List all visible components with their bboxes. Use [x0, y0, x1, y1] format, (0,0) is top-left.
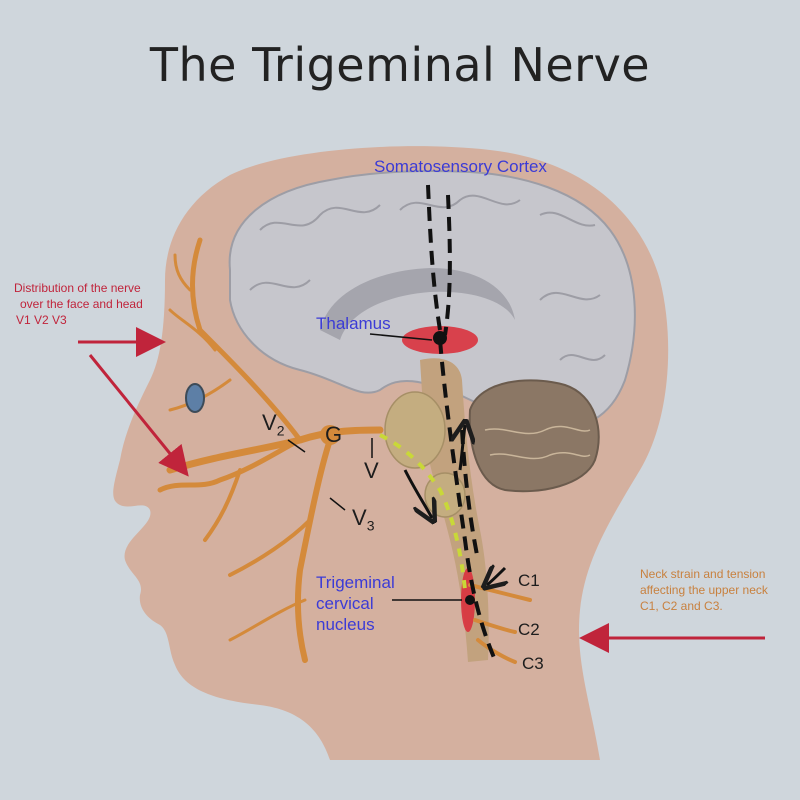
- neck-label-line2: affecting the upper neck: [640, 583, 768, 597]
- c2-label: C2: [518, 620, 540, 639]
- arrow-c1: [487, 568, 505, 585]
- arrow-distribution-diagonal: [88, 354, 189, 477]
- cerebellum-folia: [484, 425, 591, 460]
- thalamus-label: Thalamus: [316, 314, 391, 333]
- ganglion-g: [320, 425, 340, 445]
- arrow-to-medulla: [403, 469, 432, 518]
- distribution-label-line2: over the face and head: [20, 297, 143, 311]
- trigeminal-branches: [157, 237, 532, 664]
- cortex-label: Somatosensory Cortex: [374, 157, 547, 176]
- v2-subscript: 2: [276, 422, 285, 439]
- leader-lines: [287, 333, 462, 601]
- tcn-dot: [465, 595, 475, 605]
- neck-label-line3: C1, C2 and C3.: [640, 599, 723, 613]
- v3-label: V3: [352, 505, 374, 533]
- sensory-pathway: [426, 184, 497, 661]
- ganglion-label: G: [325, 422, 343, 447]
- arrow-up-stem: [460, 425, 465, 471]
- tcn-label-line1: Trigeminal: [316, 573, 395, 592]
- brain: [228, 169, 636, 428]
- eye: [185, 383, 205, 413]
- v-label: V: [364, 458, 379, 483]
- diagram-title: The Trigeminal Nerve: [149, 38, 651, 92]
- trigeminal-pathway-dotted: [379, 433, 467, 591]
- neck-label-line1: Neck strain and tension: [640, 567, 766, 581]
- c3-label: C3: [522, 654, 544, 673]
- tcn-label-line2: cervical: [316, 594, 374, 613]
- brain-gyri: [249, 194, 606, 361]
- tcn-label-line3: nucleus: [316, 615, 375, 634]
- distribution-label-line3: V1 V2 V3: [16, 313, 67, 327]
- cerebellum: [468, 379, 600, 493]
- v2-letter: V: [262, 410, 277, 435]
- v2-label: V2: [262, 410, 284, 438]
- c1-label: C1: [518, 571, 540, 590]
- pons: [384, 391, 446, 469]
- corpus-callosum: [320, 268, 515, 340]
- v3-letter: V: [352, 505, 367, 530]
- distribution-label-line1: Distribution of the nerve: [14, 281, 141, 295]
- v3-subscript: 3: [366, 517, 375, 534]
